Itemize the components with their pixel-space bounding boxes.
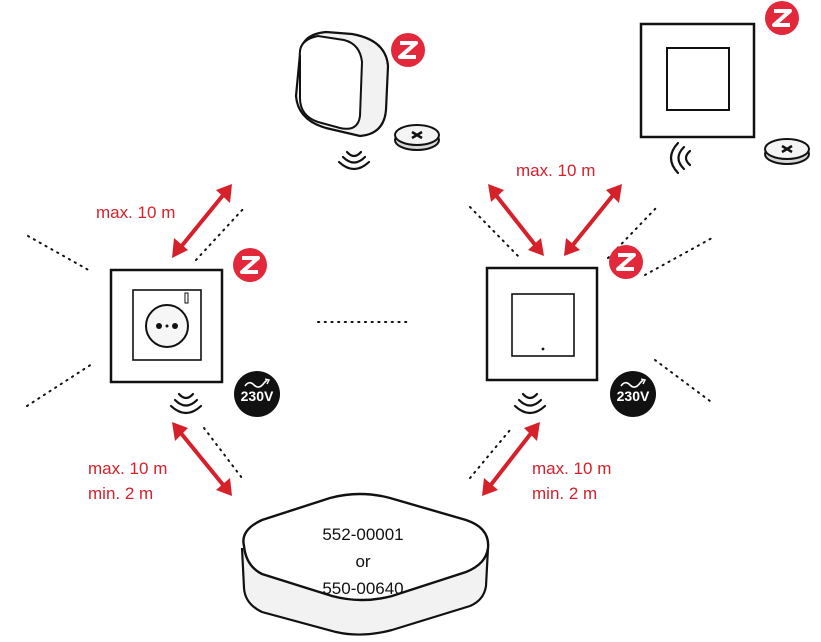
label-top-left-distance: max. 10 m [96,203,175,222]
gateway-hub-device: 552-00001 or 550-00640 [240,492,490,636]
battery-icon [763,137,811,166]
zigbee-icon [389,31,427,69]
label-bottom-left-min: min. 2 m [88,484,153,503]
wireless-signal-icon [337,150,371,171]
label-top-right-distance: max. 10 m [516,161,595,180]
repeater-switch-device: 230V [485,243,657,418]
dotted-range-lines [26,206,715,479]
smart-socket-device: 230V [109,246,281,418]
label-bottom-right-max: max. 10 m [532,459,611,478]
wireless-signal-icon [669,141,692,175]
zigbee-icon [231,246,269,284]
zigbee-icon [607,243,645,281]
arrow-bottom-left [172,422,232,496]
motion-sensor-device [294,30,441,171]
voltage-label-left: 230V [241,388,274,404]
arrow-top-left [172,184,232,258]
label-bottom-right-min: min. 2 m [532,484,597,503]
hub-or-label: or [355,552,370,571]
zigbee-icon [763,0,801,37]
battery-icon [393,123,441,152]
label-bottom-left-max: max. 10 m [88,459,167,478]
arrow-top-right-b [564,184,622,256]
wireless-signal-icon [169,392,203,415]
range-arrows [172,184,622,496]
hub-model-number-1: 552-00001 [322,525,403,544]
voltage-label-right: 230V [617,388,650,404]
arrow-bottom-right [482,422,540,496]
arrow-top-right-a [488,184,544,256]
wireless-wall-switch-device [639,0,811,175]
wireless-signal-icon [513,392,547,415]
hub-model-number-2: 550-00640 [322,579,403,598]
